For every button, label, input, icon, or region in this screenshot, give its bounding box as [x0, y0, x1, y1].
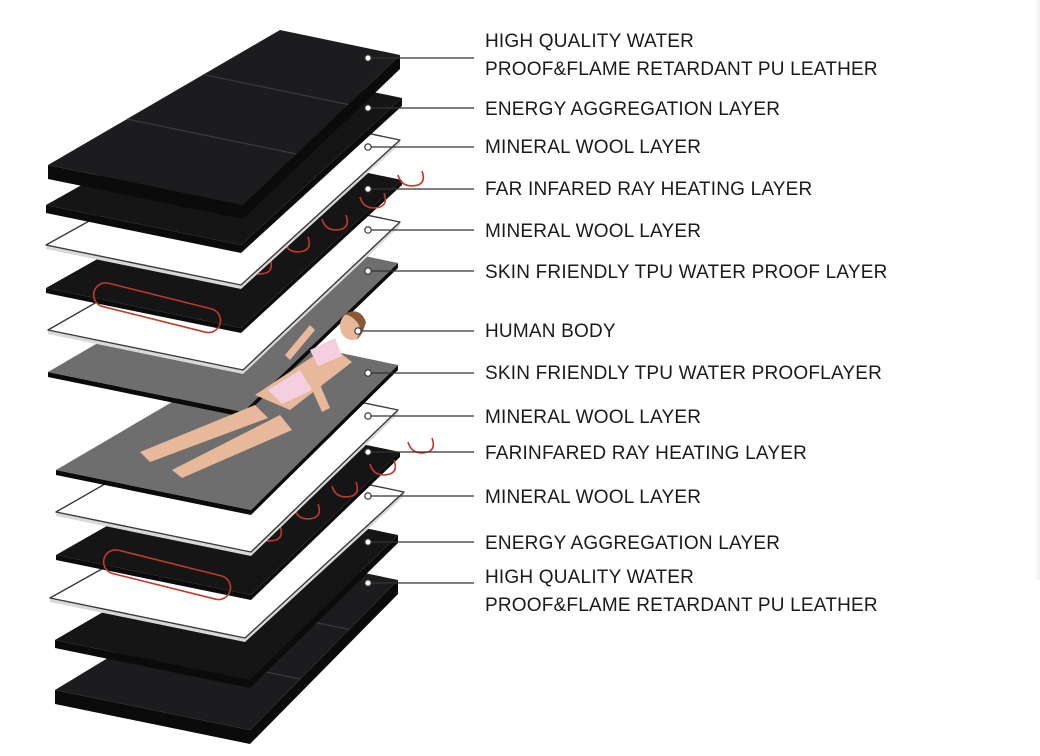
label-line: MINERAL WOOL LAYER	[485, 407, 702, 428]
heating-coil	[407, 437, 435, 454]
heating-coil	[293, 503, 321, 520]
label-line: MINERAL WOOL LAYER	[485, 221, 702, 242]
label-line: MINERAL WOOL LAYER	[485, 137, 702, 158]
label-human-body: HUMAN BODY	[485, 318, 616, 346]
leader-dot-top-far-infrared	[364, 185, 372, 193]
label-line: MINERAL WOOL LAYER	[485, 487, 702, 508]
label-line: SKIN FRIENDLY TPU WATER PROOF LAYER	[485, 262, 888, 283]
human-body-figure	[140, 311, 366, 478]
label-line: HIGH QUALITY WATER	[485, 31, 695, 52]
top-garment	[310, 338, 342, 366]
leader-lines	[354, 54, 474, 587]
leg-right	[172, 415, 292, 478]
layer-surface	[48, 30, 400, 205]
label-bottom-tpu: SKIN FRIENDLY TPU WATER PROOFLAYER	[485, 360, 882, 388]
label-line: HIGH QUALITY WATER	[485, 567, 695, 588]
label-top-pu-leather: HIGH QUALITY WATER PROOF&FLAME RETARDANT …	[485, 28, 878, 84]
shorts	[268, 370, 312, 404]
leader-dot-top-energy-aggregation	[364, 104, 372, 112]
leader-dot-top-mineral-wool-1	[364, 143, 372, 151]
heating-loop	[102, 549, 232, 601]
label-line: FARINFARED RAY HEATING LAYER	[485, 443, 807, 464]
label-line: HUMAN BODY	[485, 321, 616, 342]
arm-lower	[310, 380, 330, 412]
label-top-energy-aggregation: ENERGY AGGREGATION LAYER	[485, 96, 780, 124]
leather-seam	[203, 73, 349, 106]
label-line: PROOF&FLAME RETARDANT PU LEATHER	[485, 595, 878, 616]
arm-upper	[285, 325, 315, 360]
heating-coil	[397, 170, 425, 187]
page-edge-shadow	[1034, 0, 1040, 580]
leader-dot-bottom-energy-aggregation	[364, 538, 372, 546]
label-bottom-mineral-wool-1: MINERAL WOOL LAYER	[485, 404, 701, 432]
leader-dot-top-pu-leather	[364, 54, 372, 62]
layer-sheet-top-pu-leather	[48, 30, 400, 219]
label-line: ENERGY AGGREGATION LAYER	[485, 99, 781, 120]
heating-coil	[369, 459, 397, 476]
label-bottom-energy-aggregation: ENERGY AGGREGATION LAYER	[485, 530, 780, 558]
label-top-tpu: SKIN FRIENDLY TPU WATER PROOF LAYER	[485, 259, 888, 287]
label-line: FAR INFARED RAY HEATING LAYER	[485, 179, 813, 200]
label-line: PROOF&FLAME RETARDANT PU LEATHER	[485, 59, 878, 80]
label-top-mineral-wool-1: MINERAL WOOL LAYER	[485, 134, 701, 162]
layer-sheets	[45, 30, 435, 744]
heating-wire	[92, 170, 425, 334]
leader-dot-bottom-pu-leather	[364, 579, 372, 587]
leader-dot-bottom-mineral-wool-1	[364, 412, 372, 420]
layer-edge	[55, 580, 398, 744]
heating-coil	[331, 481, 359, 498]
heating-coil	[359, 192, 387, 209]
heating-coil	[283, 236, 311, 253]
label-line: SKIN FRIENDLY TPU WATER PROOFLAYER	[485, 363, 883, 384]
leg-left	[140, 405, 268, 462]
heating-coil	[321, 214, 349, 231]
label-bottom-pu-leather: HIGH QUALITY WATER PROOF&FLAME RETARDANT …	[485, 564, 878, 620]
leader-dot-bottom-far-infrared	[364, 448, 372, 456]
label-bottom-far-infrared: FARINFARED RAY HEATING LAYER	[485, 440, 807, 468]
heating-loop	[92, 282, 222, 334]
leader-dot-bottom-tpu	[364, 369, 372, 377]
leader-dot-human-body	[354, 327, 362, 335]
leader-dot-bottom-mineral-wool-2	[364, 492, 372, 500]
label-bottom-mineral-wool-2: MINERAL WOOL LAYER	[485, 484, 701, 512]
label-top-mineral-wool-2: MINERAL WOOL LAYER	[485, 218, 701, 246]
label-top-far-infrared: FAR INFARED RAY HEATING LAYER	[485, 176, 812, 204]
leader-dot-top-tpu	[364, 267, 372, 275]
leader-dot-top-mineral-wool-2	[364, 226, 372, 234]
leather-seam	[126, 118, 297, 155]
label-line: ENERGY AGGREGATION LAYER	[485, 533, 781, 554]
